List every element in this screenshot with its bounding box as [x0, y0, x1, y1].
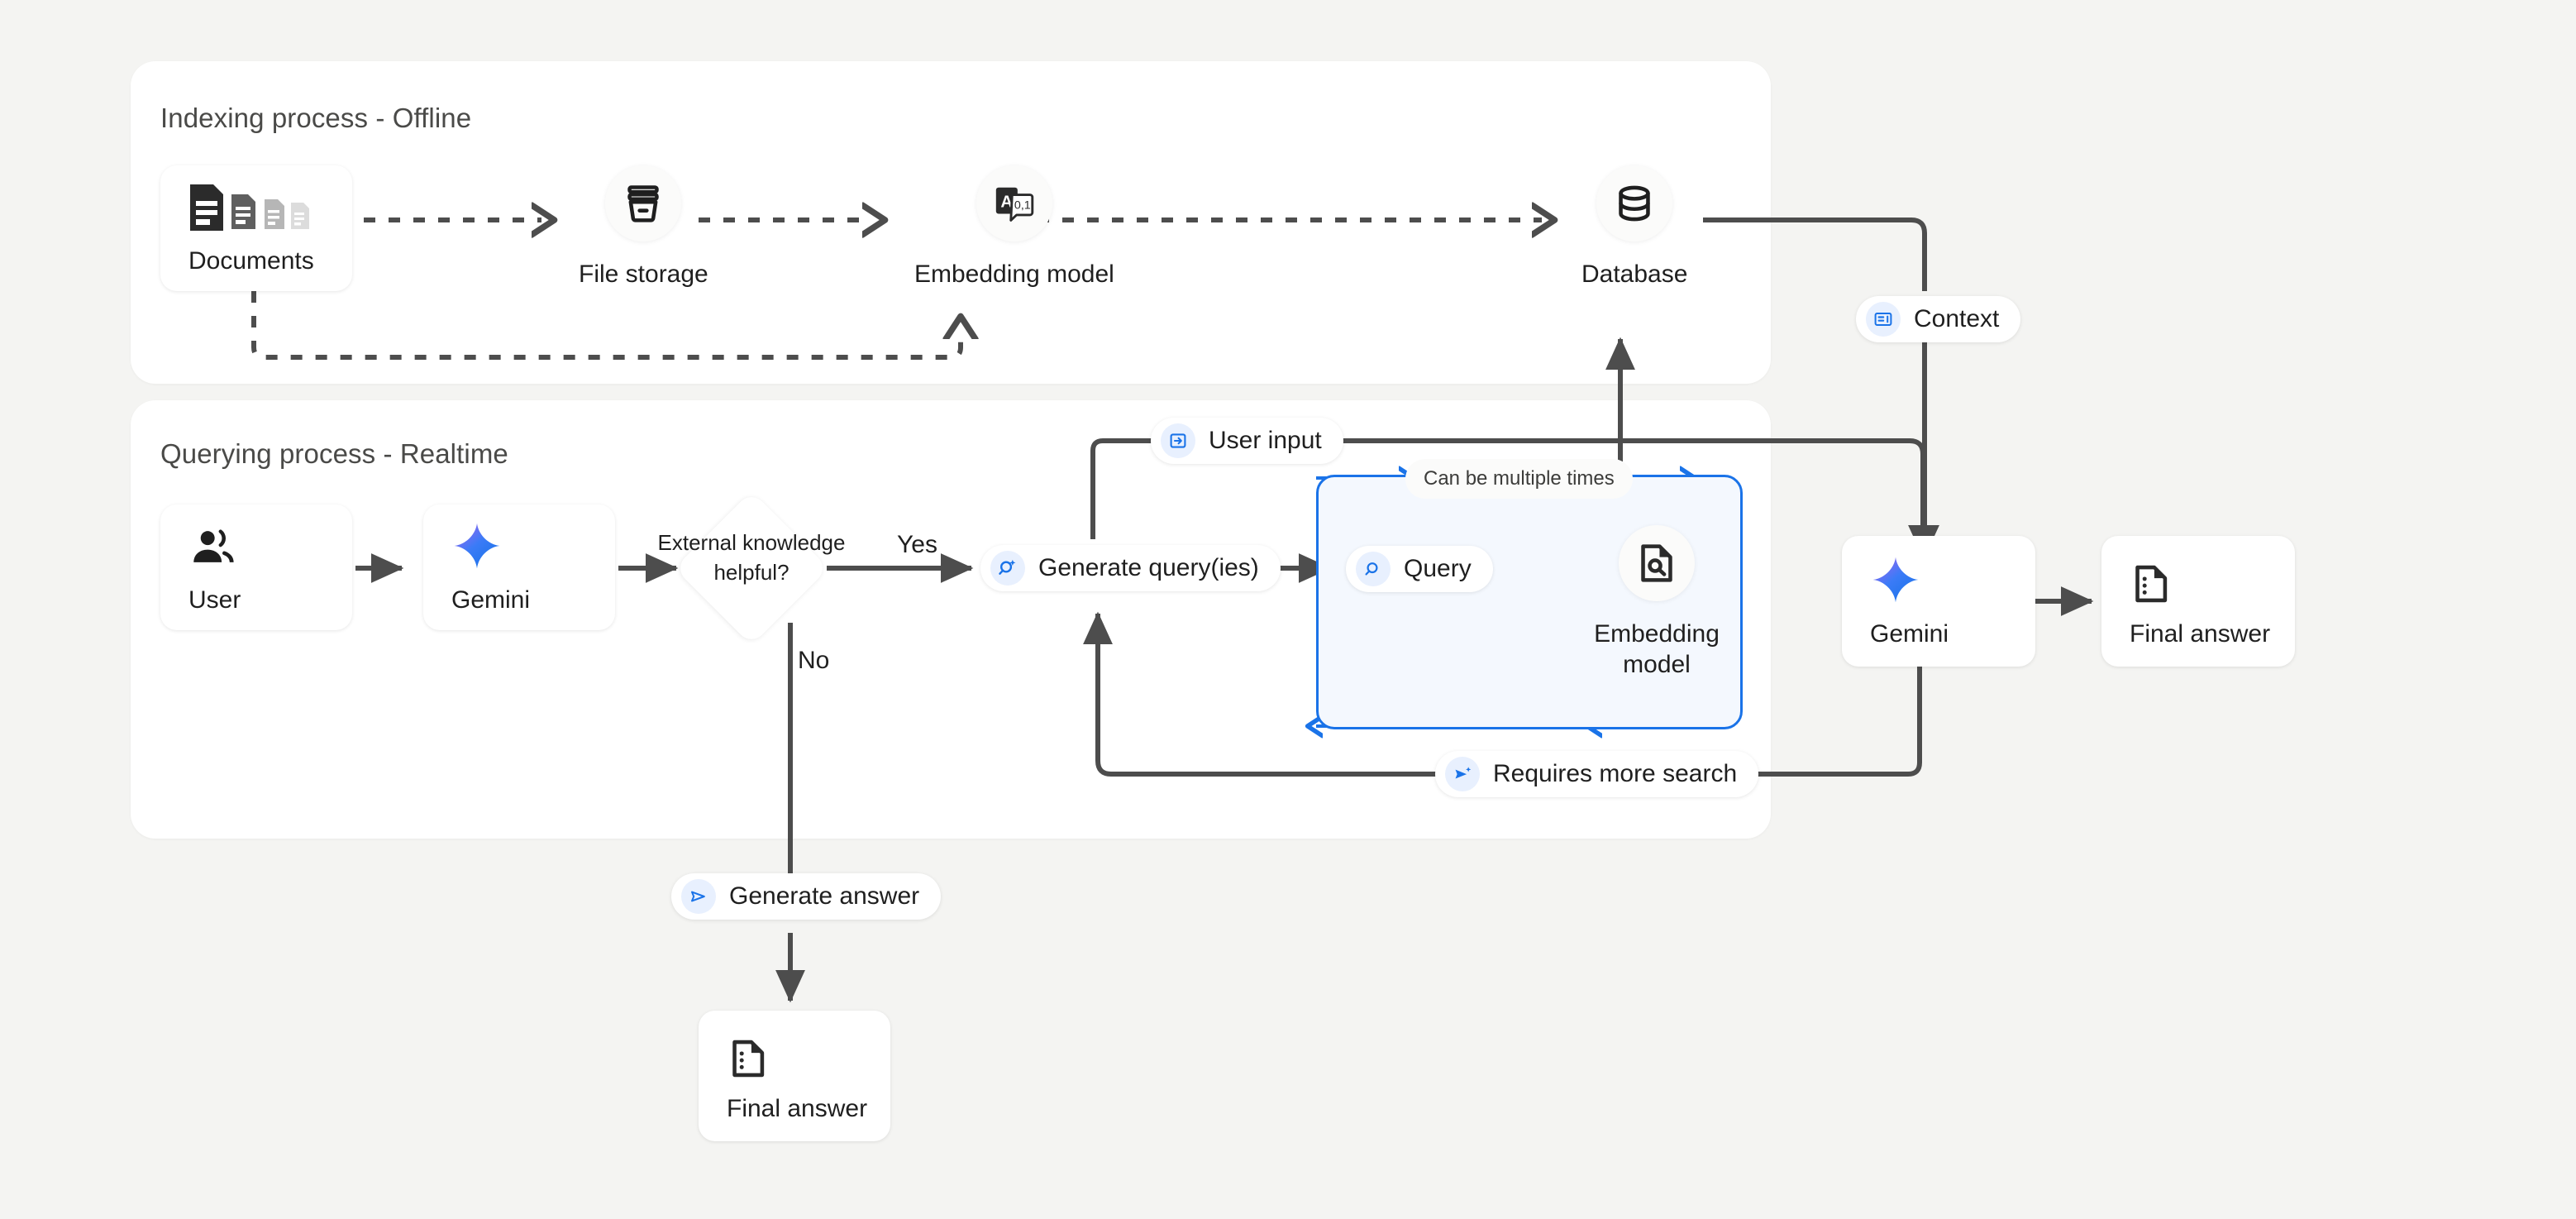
svg-text:A: A: [1000, 194, 1013, 212]
indexing-panel-title: Indexing process - Offline: [160, 103, 472, 133]
documents-icon: [188, 181, 352, 232]
querying-panel-title: Querying process - Realtime: [160, 438, 508, 469]
gemini-sparkle-icon: [451, 520, 615, 571]
svg-text:0,1: 0,1: [1014, 199, 1031, 213]
answer-doc-icon: [727, 1029, 890, 1080]
generate-answer-pill[interactable]: Generate answer: [671, 873, 942, 920]
decision-node[interactable]: External knowledge helpful?: [658, 490, 845, 646]
answer-doc-icon: [2130, 554, 2295, 605]
query-pill[interactable]: Query: [1346, 546, 1493, 592]
yes-edge-label: Yes: [897, 531, 937, 558]
context-pill[interactable]: Context: [1856, 296, 2021, 342]
file-storage-label: File storage: [579, 261, 708, 288]
embedding-model-node[interactable]: A 0,1 Embedding model: [914, 165, 1114, 290]
database-node[interactable]: Database: [1581, 165, 1687, 290]
loop-caption-label: Can be multiple times: [1424, 467, 1615, 490]
retrieval-loop-box: [1316, 475, 1743, 729]
requires-more-search-pill[interactable]: Requires more search: [1435, 751, 1759, 797]
final-answer-bottom-label: Final answer: [727, 1095, 868, 1122]
final-answer-right-label: Final answer: [2130, 620, 2271, 648]
search-sparkle-icon: [990, 551, 1025, 586]
loop-caption-pill: Can be multiple times: [1405, 459, 1633, 499]
gemini-right-card[interactable]: Gemini: [1842, 536, 2035, 667]
embedding-model-label: Embedding model: [914, 261, 1114, 288]
text-to-vector-icon: A 0,1: [976, 165, 1052, 241]
file-storage-node[interactable]: File storage: [579, 165, 708, 290]
database-label: Database: [1581, 261, 1688, 288]
context-label: Context: [1914, 305, 2000, 332]
search-icon: [1356, 552, 1391, 586]
document-search-icon: [1619, 525, 1695, 601]
requires-more-search-label: Requires more search: [1493, 760, 1738, 787]
gemini-card[interactable]: Gemini: [423, 504, 615, 630]
generate-queries-pill[interactable]: Generate query(ies): [980, 545, 1281, 591]
query-label: Query: [1404, 555, 1472, 582]
user-input-label: User input: [1209, 427, 1322, 454]
gemini-label: Gemini: [451, 586, 531, 614]
final-answer-bottom-card[interactable]: Final answer: [699, 1011, 890, 1141]
gemini-right-label: Gemini: [1870, 620, 1949, 648]
generate-answer-label: Generate answer: [729, 882, 920, 910]
user-label: User: [188, 586, 241, 614]
decision-label: External knowledge helpful?: [657, 530, 846, 585]
gemini-sparkle-icon: [1870, 554, 2035, 605]
generate-queries-label: Generate query(ies): [1038, 554, 1259, 581]
send-icon: [681, 879, 716, 914]
database-icon: [1596, 165, 1673, 241]
user-card[interactable]: User: [160, 504, 352, 630]
login-icon: [1161, 423, 1195, 458]
people-icon: [188, 520, 352, 571]
send-sparkle-icon: [1445, 757, 1480, 791]
final-answer-right-card[interactable]: Final answer: [2101, 536, 2295, 667]
documents-card[interactable]: Documents: [160, 165, 352, 291]
documents-label: Documents: [188, 247, 314, 275]
no-edge-label: No: [798, 647, 830, 674]
loop-embedding-model-node[interactable]: Embedding model: [1582, 525, 1731, 680]
loop-embedding-model-label: Embedding model: [1594, 620, 1720, 678]
archive-icon: [605, 165, 682, 241]
context-card-icon: [1866, 302, 1901, 337]
user-input-pill[interactable]: User input: [1151, 418, 1343, 464]
